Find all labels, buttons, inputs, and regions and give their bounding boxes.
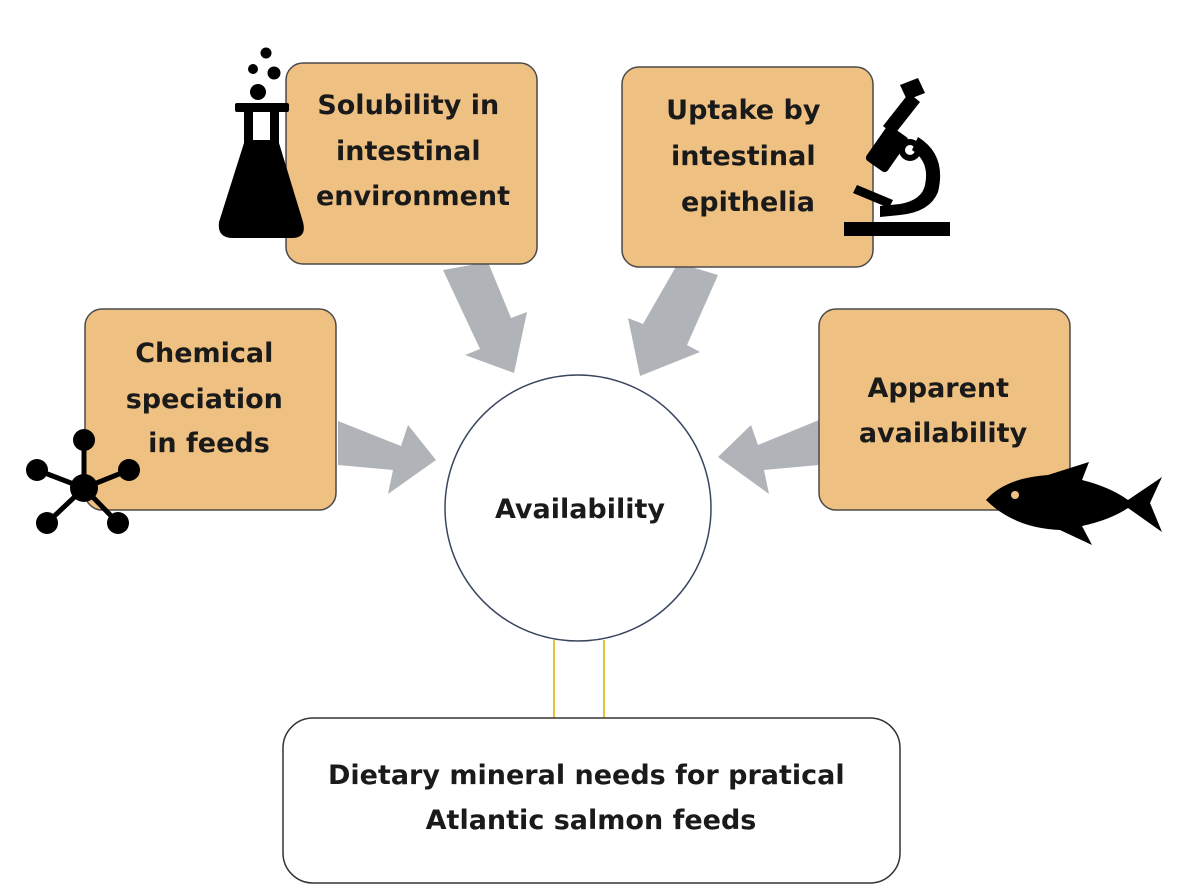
svg-text:Chemical speciation: Chemical speciation in feeds	[126, 338, 293, 459]
factor-box-apparent: Apparent availability	[818, 308, 1071, 511]
arrow-uptake	[628, 263, 718, 376]
uptake-line-1: Uptake by	[666, 95, 821, 126]
microscope-icon	[844, 78, 950, 236]
solubility-line-2: intestinal	[336, 136, 481, 167]
flask-icon	[218, 47, 304, 238]
fish-icon	[986, 462, 1162, 545]
arrows	[338, 262, 819, 494]
solubility-line-3: environment	[316, 181, 510, 212]
svg-text:Apparent availability: Apparent availability	[859, 373, 1028, 449]
uptake-line-3: epithelia	[681, 187, 815, 218]
svg-text:Uptake by intestinal: Uptake by intestinal epithelia	[666, 95, 830, 218]
molecule-icon	[26, 429, 140, 534]
apparent-line-2: availability	[859, 418, 1028, 449]
speciation-line-1: Chemical	[135, 338, 273, 369]
center-label: Availability	[495, 494, 665, 525]
speciation-line-2: speciation	[126, 384, 283, 415]
arrow-solubility	[443, 262, 527, 373]
factor-box-uptake: Uptake by intestinal epithelia	[621, 66, 874, 268]
solubility-line-1: Solubility in	[317, 90, 499, 121]
apparent-line-1: Apparent	[868, 373, 1010, 404]
outcome-line-2: Atlantic salmon feeds	[426, 805, 757, 836]
arrow-speciation	[338, 421, 436, 494]
svg-text:Dietary mineral needs for prat: Dietary mineral needs for pratical Atlan…	[328, 760, 854, 836]
uptake-line-2: intestinal	[671, 141, 816, 172]
outcome-box: Dietary mineral needs for pratical Atlan…	[282, 717, 901, 884]
svg-text:Solubility in intestinal: Solubility in intestinal environment	[316, 90, 510, 212]
speciation-line-3: in feeds	[148, 428, 270, 459]
factor-box-solubility: Solubility in intestinal environment	[285, 62, 538, 265]
outcome-line-1: Dietary mineral needs for pratical	[328, 760, 845, 791]
arrow-apparent	[718, 420, 819, 494]
factor-box-speciation: Chemical speciation in feeds	[84, 308, 337, 511]
center-node: Availability	[444, 374, 712, 642]
